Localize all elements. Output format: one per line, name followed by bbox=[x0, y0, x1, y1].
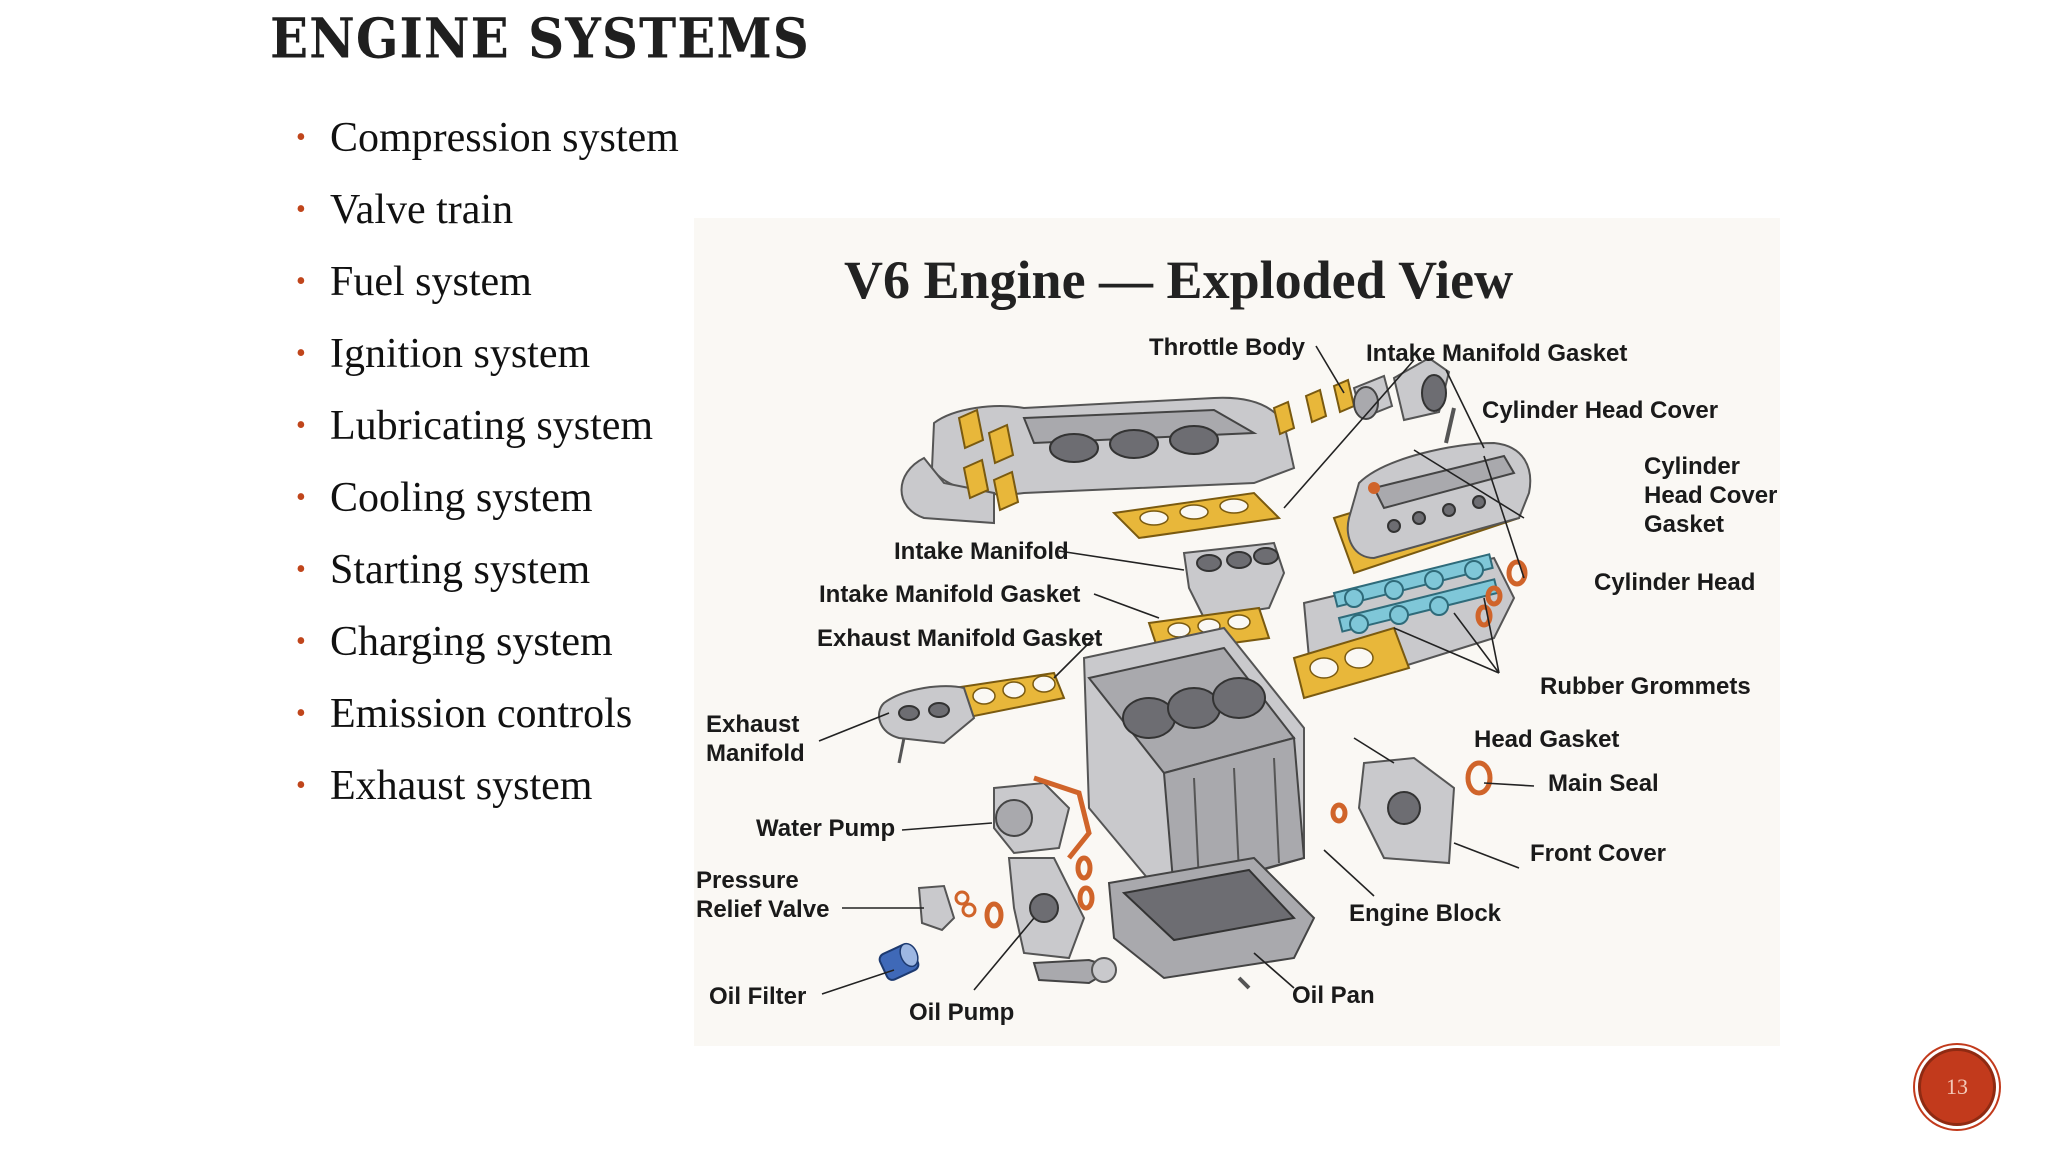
bullet-dot-icon: • bbox=[296, 410, 306, 441]
label-intake-manifold-gasket-top: Intake Manifold Gasket bbox=[1366, 340, 1627, 367]
bullet-item: • Lubricating system bbox=[296, 390, 679, 462]
bullet-text: Cooling system bbox=[330, 475, 593, 521]
label-cylinder-head-cover-gasket-2: Head Cover bbox=[1644, 482, 1777, 509]
label-main-seal: Main Seal bbox=[1548, 770, 1659, 797]
label-oil-filter: Oil Filter bbox=[709, 983, 806, 1010]
water-pump-icon bbox=[993, 775, 1092, 860]
bullet-dot-icon: • bbox=[296, 482, 306, 513]
label-intake-manifold: Intake Manifold bbox=[894, 538, 1069, 565]
bullet-item: • Valve train bbox=[296, 174, 679, 246]
label-cylinder-head: Cylinder Head bbox=[1594, 569, 1755, 596]
label-pressure-relief-valve-2: Relief Valve bbox=[696, 896, 829, 923]
bullet-dot-icon: • bbox=[296, 698, 306, 729]
oil-pan-icon bbox=[1107, 856, 1316, 990]
bullet-dot-icon: • bbox=[296, 626, 306, 657]
bullet-text: Exhaust system bbox=[330, 763, 593, 809]
front-cover-icon bbox=[1330, 756, 1493, 865]
bullet-list: • Compression system • Valve train • Fuel s… bbox=[296, 102, 679, 822]
engine-exploded-view-figure: V6 Engine — Exploded View bbox=[694, 218, 1780, 1046]
bullet-text: Ignition system bbox=[330, 331, 591, 377]
label-oil-pump: Oil Pump bbox=[909, 999, 1014, 1026]
exhaust-manifold-icon bbox=[878, 671, 1066, 764]
bullet-dot-icon: • bbox=[296, 554, 306, 585]
label-head-gasket: Head Gasket bbox=[1474, 726, 1619, 753]
bullet-item: • Cooling system bbox=[296, 462, 679, 534]
cylinder-head-cover-icon bbox=[1332, 407, 1532, 575]
bullet-text: Lubricating system bbox=[330, 403, 654, 449]
bullet-item: • Compression system bbox=[296, 102, 679, 174]
engine-diagram: V6 Engine — Exploded View bbox=[696, 250, 1777, 1026]
lower-intake-manifold-icon bbox=[1182, 541, 1286, 620]
bullet-item: • Fuel system bbox=[296, 246, 679, 318]
bullet-item: • Ignition system bbox=[296, 318, 679, 390]
bullet-item: • Charging system bbox=[296, 606, 679, 678]
label-exhaust-manifold-2: Manifold bbox=[706, 740, 805, 767]
oil-filter-icon bbox=[878, 942, 920, 981]
bullet-text: Valve train bbox=[330, 187, 514, 233]
cylinder-head-icon bbox=[1292, 553, 1528, 700]
leader-lines bbox=[818, 345, 1535, 995]
label-front-cover: Front Cover bbox=[1530, 840, 1666, 867]
figure-title: V6 Engine — Exploded View bbox=[844, 250, 1513, 310]
label-exhaust-manifold-gasket: Exhaust Manifold Gasket bbox=[817, 625, 1102, 652]
oil-pump-icon bbox=[1007, 855, 1117, 985]
bullet-dot-icon: • bbox=[296, 338, 306, 369]
bullet-text: Starting system bbox=[330, 547, 591, 593]
bullet-text: Emission controls bbox=[330, 691, 633, 737]
label-throttle-body: Throttle Body bbox=[1149, 334, 1306, 361]
bullet-text: Charging system bbox=[330, 619, 613, 665]
upper-intake-plenum-icon bbox=[900, 356, 1451, 525]
bullet-dot-icon: • bbox=[296, 266, 306, 297]
bullet-text: Fuel system bbox=[330, 259, 532, 305]
label-water-pump: Water Pump bbox=[756, 815, 895, 842]
bullet-dot-icon: • bbox=[296, 770, 306, 801]
engine-block-icon bbox=[1082, 626, 1306, 900]
label-cylinder-head-cover-gasket-1: Cylinder bbox=[1644, 453, 1740, 480]
bullet-dot-icon: • bbox=[296, 194, 306, 225]
label-cylinder-head-cover-gasket-3: Gasket bbox=[1644, 511, 1724, 538]
label-exhaust-manifold-1: Exhaust bbox=[706, 711, 799, 738]
pressure-relief-valve-icon bbox=[917, 884, 1004, 932]
bullet-item: • Emission controls bbox=[296, 678, 679, 750]
label-engine-block: Engine Block bbox=[1349, 900, 1502, 927]
label-cylinder-head-cover: Cylinder Head Cover bbox=[1482, 397, 1718, 424]
bullet-item: • Exhaust system bbox=[296, 750, 679, 822]
bullet-item: • Starting system bbox=[296, 534, 679, 606]
slide-title: Engine Systems bbox=[270, 6, 810, 71]
label-rubber-grommets: Rubber Grommets bbox=[1540, 673, 1751, 700]
label-pressure-relief-valve-1: Pressure bbox=[696, 867, 799, 894]
label-intake-manifold-gasket: Intake Manifold Gasket bbox=[819, 581, 1080, 608]
bullet-text: Compression system bbox=[330, 115, 679, 161]
page-number-badge: 13 bbox=[1918, 1048, 1996, 1126]
intake-manifold-gasket-upper-icon bbox=[1111, 491, 1282, 540]
label-oil-pan: Oil Pan bbox=[1292, 982, 1375, 1009]
bullet-dot-icon: • bbox=[296, 122, 306, 153]
